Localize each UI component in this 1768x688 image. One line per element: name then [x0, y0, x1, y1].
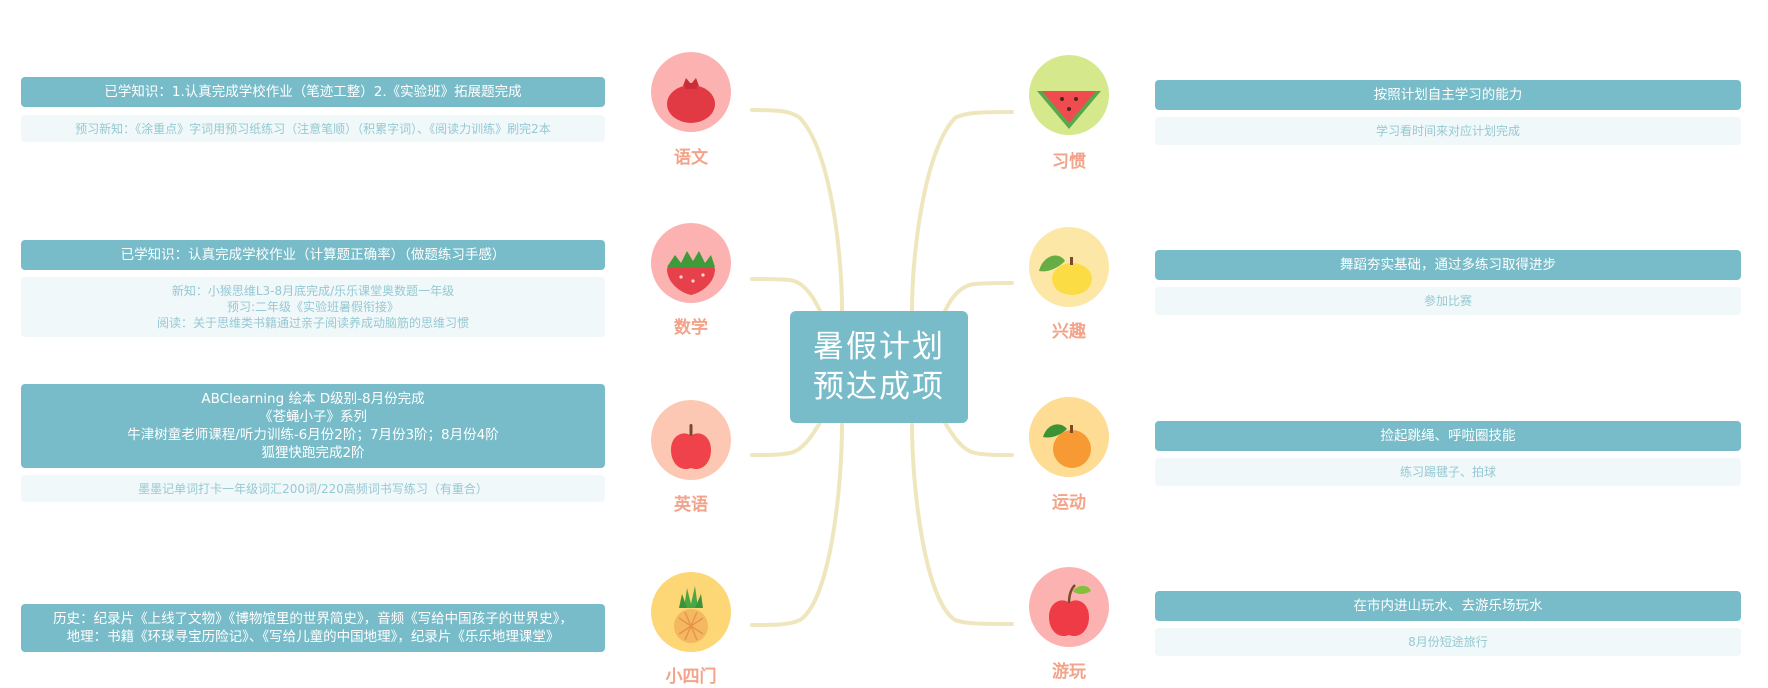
extras-primary-card[interactable]: 历史：纪录片《上线了文物》《博物馆里的世界简史》，音频《写给中国孩子的世界史》，… [21, 604, 605, 652]
chinese-secondary-card[interactable]: 预习新知：《涂重点》字词用预习纸练习（注意笔顺）（积累字词）、《阅读力训练》刷完… [21, 115, 605, 142]
english-primary-card[interactable]: ABClearning 绘本 D级别-8月份完成 《苍蝇小子》系列 牛津树童老师… [21, 384, 605, 468]
leisure-primary-text: 在市内进山玩水、去游乐场玩水 [1353, 598, 1543, 614]
pomegranate-icon [651, 52, 731, 132]
extras-primary-line-2: 地理：书籍《环球寻宝历险记》、《写给儿童的中国地理》，纪录片《乐乐地理课堂》 [66, 629, 560, 645]
interests-primary-text: 舞蹈夯实基础，通过多练习取得进步 [1340, 257, 1556, 273]
branch-label-chinese[interactable]: 语文 [674, 148, 708, 168]
chinese-primary-text: 已学知识：1.认真完成学校作业（笔迹工整）2.《实验班》拓展题完成 [104, 84, 522, 100]
branch-label-math[interactable]: 数学 [674, 318, 708, 338]
math-secondary-line-3: 阅读：关于思维类书籍通过亲子阅读养成动脑筋的思维习惯 [156, 316, 469, 330]
english-secondary-card[interactable]: 墨墨记单词打卡一年级词汇200词/220高频词书写练习（有重合） [21, 475, 605, 502]
interests-secondary-text: 参加比赛 [1423, 294, 1472, 308]
math-secondary-line-2: 预习:二年级《实验班暑假衔接》 [226, 300, 400, 314]
connector-right-1 [910, 110, 1014, 313]
habits-secondary-card[interactable]: 学习看时间来对应计划完成 [1155, 117, 1741, 145]
pineapple-icon [651, 572, 731, 652]
connector-left-4 [750, 421, 844, 627]
math-primary-text: 已学知识：认真完成学校作业（计算题正确率）（做题练习手感） [120, 247, 506, 263]
lemon-icon [1029, 227, 1109, 307]
chinese-secondary-text: 预习新知：《涂重点》字词用预习纸练习（注意笔顺）（积累字词）、《阅读力训练》刷完… [75, 121, 551, 136]
interests-secondary-card[interactable]: 参加比赛 [1155, 287, 1741, 315]
connector-right-2 [943, 281, 1014, 313]
chinese-primary-card[interactable]: 已学知识：1.认真完成学校作业（笔迹工整）2.《实验班》拓展题完成 [21, 77, 605, 107]
cherry-apple-icon [1029, 567, 1109, 647]
sports-primary-card[interactable]: 捡起跳绳、呼啦圈技能 [1155, 421, 1741, 451]
sports-secondary-text: 练习踢毽子、拍球 [1399, 465, 1496, 479]
connector-left-2 [750, 277, 822, 313]
leisure-secondary-text: 8月份短途旅行 [1408, 635, 1488, 649]
branch-label-habits[interactable]: 习惯 [1052, 152, 1086, 172]
extras-primary-line-1: 历史：纪录片《上线了文物》《博物馆里的世界简史》，音频《写给中国孩子的世界史》， [53, 611, 573, 627]
habits-secondary-text: 学习看时间来对应计划完成 [1375, 124, 1520, 138]
english-primary-line-1: ABClearning 绘本 D级别-8月份完成 [201, 391, 425, 407]
branch-label-english[interactable]: 英语 [674, 495, 708, 515]
connector-right-4 [910, 421, 1014, 626]
watermelon-icon [1029, 55, 1109, 135]
strawberry-icon [651, 223, 731, 303]
central-topic[interactable]: 暑假计划 预达成项 [790, 311, 968, 423]
branch-label-interests[interactable]: 兴趣 [1052, 322, 1086, 342]
connector-left-3 [750, 421, 822, 457]
connector-right-3 [943, 421, 1014, 457]
sports-primary-text: 捡起跳绳、呼啦圈技能 [1380, 428, 1516, 444]
sports-secondary-card[interactable]: 练习踢毽子、拍球 [1155, 458, 1741, 486]
branch-label-extras[interactable]: 小四门 [665, 667, 717, 687]
apple-red-icon [651, 400, 731, 480]
english-primary-line-4: 狐狸快跑完成2阶 [261, 445, 365, 461]
habits-primary-text: 按照计划自主学习的能力 [1373, 87, 1523, 103]
connector-left-1 [750, 108, 844, 313]
math-secondary-card[interactable]: 新知：小猴思维L3-8月底完成/乐乐课堂奥数题一年级 预习:二年级《实验班暑假衔… [21, 277, 605, 337]
branch-label-leisure[interactable]: 游玩 [1052, 662, 1086, 682]
orange-icon [1029, 397, 1109, 477]
leisure-primary-card[interactable]: 在市内进山玩水、去游乐场玩水 [1155, 591, 1741, 621]
english-primary-line-3: 牛津树童老师课程/听力训练-6月份2阶；7月份3阶；8月份4阶 [127, 427, 499, 443]
english-secondary-text: 墨墨记单词打卡一年级词汇200词/220高频词书写练习（有重合） [138, 481, 488, 496]
math-secondary-line-1: 新知：小猴思维L3-8月底完成/乐乐课堂奥数题一年级 [171, 284, 455, 298]
central-title-line1: 暑假计划 [813, 329, 945, 365]
leisure-secondary-card[interactable]: 8月份短途旅行 [1155, 628, 1741, 656]
math-primary-card[interactable]: 已学知识：认真完成学校作业（计算题正确率）（做题练习手感） [21, 240, 605, 270]
habits-primary-card[interactable]: 按照计划自主学习的能力 [1155, 80, 1741, 110]
interests-primary-card[interactable]: 舞蹈夯实基础，通过多练习取得进步 [1155, 250, 1741, 280]
english-primary-line-2: 《苍蝇小子》系列 [259, 409, 367, 425]
central-title-line2: 预达成项 [813, 369, 945, 405]
branch-label-sports[interactable]: 运动 [1052, 493, 1086, 513]
